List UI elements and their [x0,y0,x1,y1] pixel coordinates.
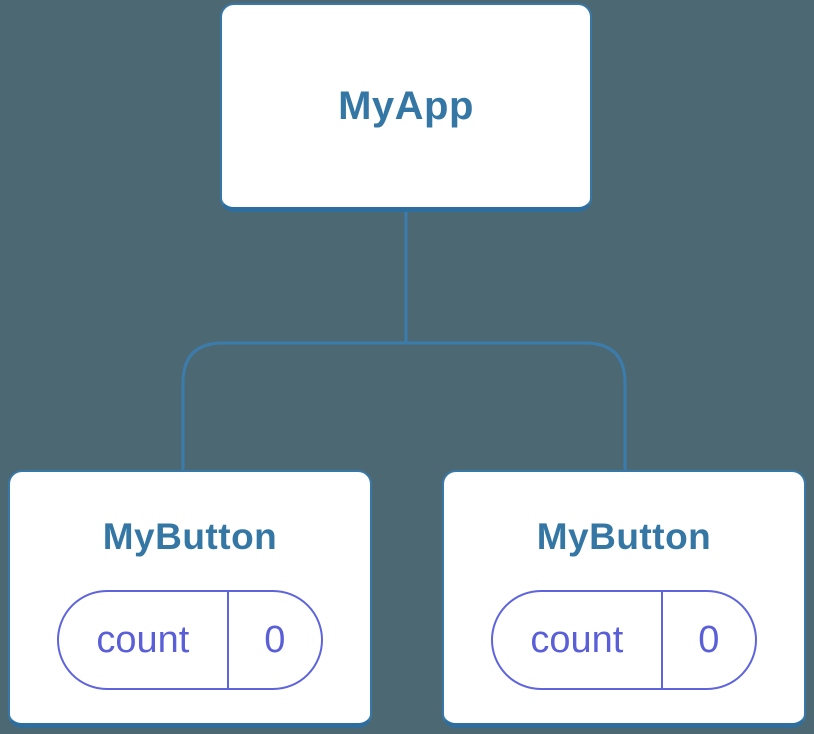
state-pill-1: count 0 [57,590,323,690]
state-value-2: 0 [698,618,720,661]
component-label-myapp: MyApp [338,84,474,128]
state-value-1: 0 [264,618,286,661]
component-node-mybutton-1: MyButton count 0 [8,470,372,728]
connector-branch-bracket [181,341,627,470]
component-label-mybutton-2: MyButton [536,516,712,557]
component-label-mybutton-1: MyButton [102,516,278,557]
component-node-myapp: MyApp [220,3,592,212]
state-pill-2: count 0 [491,590,757,690]
state-key-2: count [493,592,663,688]
component-node-mybutton-2: MyButton count 0 [442,470,806,728]
state-key-1: count [59,592,229,688]
